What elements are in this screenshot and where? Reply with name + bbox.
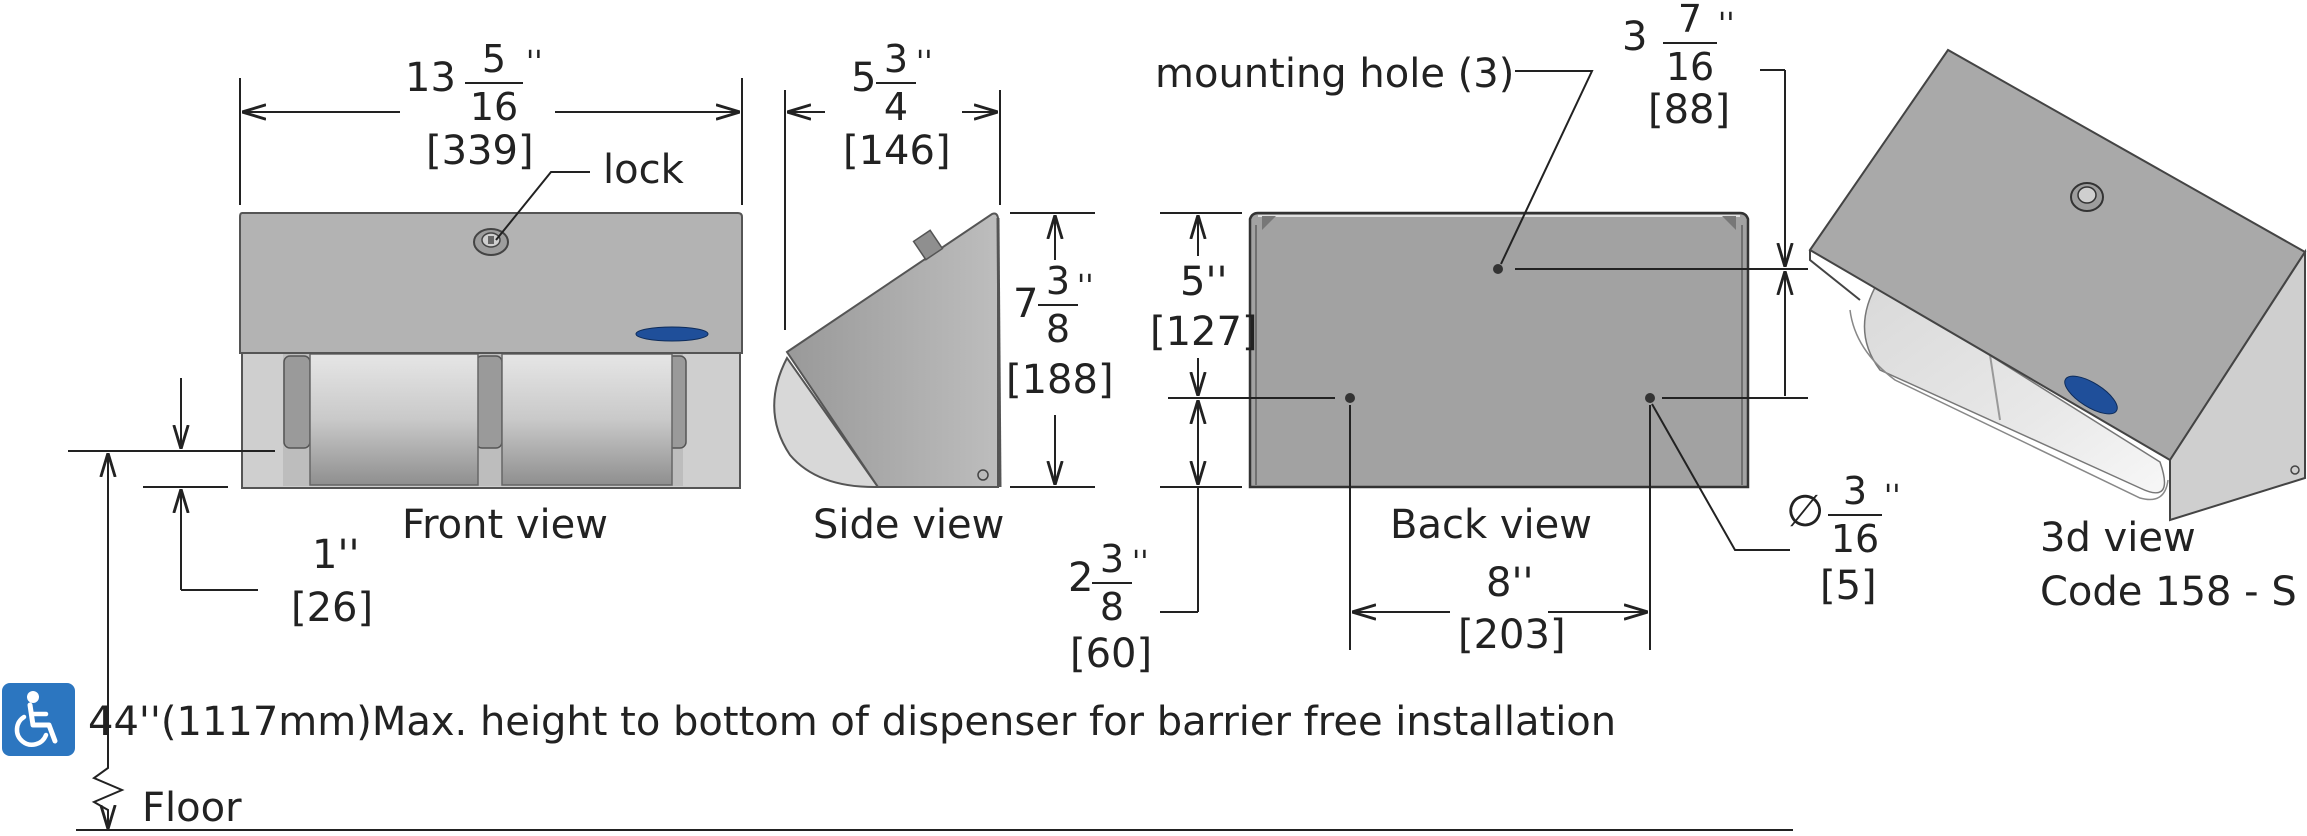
back-view <box>1248 211 1750 489</box>
width-numerator: 5 <box>481 37 507 81</box>
wheelchair-icon <box>2 683 75 756</box>
height-metric: [188] <box>1006 357 1114 403</box>
height-denominator: 8 <box>1045 307 1071 351</box>
hole-spacing-value: 8'' <box>1486 560 1534 606</box>
depth-dimension <box>784 90 1001 330</box>
bottom-offset-value: 1'' <box>312 532 360 578</box>
depth-unit: '' <box>916 45 933 80</box>
back-view-dimensions <box>1160 69 1808 650</box>
mounting-height-line <box>76 453 1793 831</box>
depth-denominator: 4 <box>883 85 909 129</box>
diameter-fraction: 3 16 <box>1828 472 1882 558</box>
height-whole: 7 <box>1013 281 1039 327</box>
hole-upper-metric: [127] <box>1150 309 1258 355</box>
height-numerator: 3 <box>1045 259 1071 303</box>
width-whole: 13 <box>405 55 456 101</box>
depth-fraction: 3 4 <box>876 40 916 126</box>
hole-top-fraction: 7 16 <box>1663 0 1717 86</box>
code-label: Code 158 - S <box>2040 569 2297 615</box>
mounting-hole-right <box>1645 393 1655 403</box>
mounting-hole-top <box>1493 264 1503 274</box>
hole-lower-fraction: 3 8 <box>1092 540 1132 626</box>
view-3d-label: 3d view <box>2040 515 2196 561</box>
width-dimension <box>239 78 743 205</box>
front-view <box>239 171 743 489</box>
hole-spacing-metric: [203] <box>1458 612 1566 658</box>
diameter-symbol: ∅ <box>1786 486 1825 537</box>
lock-label: lock <box>603 147 684 193</box>
mounting-hole-label: mounting hole (3) <box>1155 51 1515 97</box>
bottom-offset-metric: [26] <box>291 585 374 631</box>
bottom-offset-dimension <box>68 378 275 591</box>
diameter-numerator: 3 <box>1842 469 1868 513</box>
height-dimension <box>1010 212 1095 488</box>
hole-lower-numerator: 3 <box>1099 537 1125 581</box>
back-view-label: Back view <box>1390 502 1592 548</box>
side-view <box>773 212 1002 489</box>
hole-top-numerator: 7 <box>1677 0 1703 41</box>
width-unit: '' <box>526 45 543 80</box>
side-view-label: Side view <box>813 502 1005 548</box>
hole-lower-unit: '' <box>1132 545 1149 580</box>
floor-label: Floor <box>142 785 242 831</box>
hole-top-metric: [88] <box>1648 87 1731 133</box>
hole-lower-denominator: 8 <box>1099 585 1125 629</box>
height-unit: '' <box>1077 269 1094 304</box>
depth-metric: [146] <box>843 128 951 174</box>
hole-lower-whole: 2 <box>1068 555 1094 601</box>
view-3d <box>1808 48 2307 522</box>
hole-top-whole: 3 <box>1622 14 1648 60</box>
width-fraction: 5 16 <box>465 40 523 126</box>
hole-top-unit: '' <box>1718 7 1735 42</box>
diameter-metric: [5] <box>1820 563 1877 609</box>
diameter-denominator: 16 <box>1830 517 1880 561</box>
front-view-label: Front view <box>402 502 608 548</box>
barrier-free-note: 44''(1117mm)Max. height to bottom of dis… <box>88 699 1617 745</box>
diameter-unit: '' <box>1884 479 1901 514</box>
width-denominator: 16 <box>469 85 519 129</box>
hole-lower-metric: [60] <box>1070 631 1153 677</box>
depth-numerator: 3 <box>883 37 909 81</box>
width-metric: [339] <box>426 128 534 174</box>
mounting-hole-left <box>1345 393 1355 403</box>
height-fraction: 3 8 <box>1038 262 1078 348</box>
hole-top-denominator: 16 <box>1665 45 1715 89</box>
hole-upper-value: 5'' <box>1180 259 1228 305</box>
depth-whole: 5 <box>851 55 877 101</box>
